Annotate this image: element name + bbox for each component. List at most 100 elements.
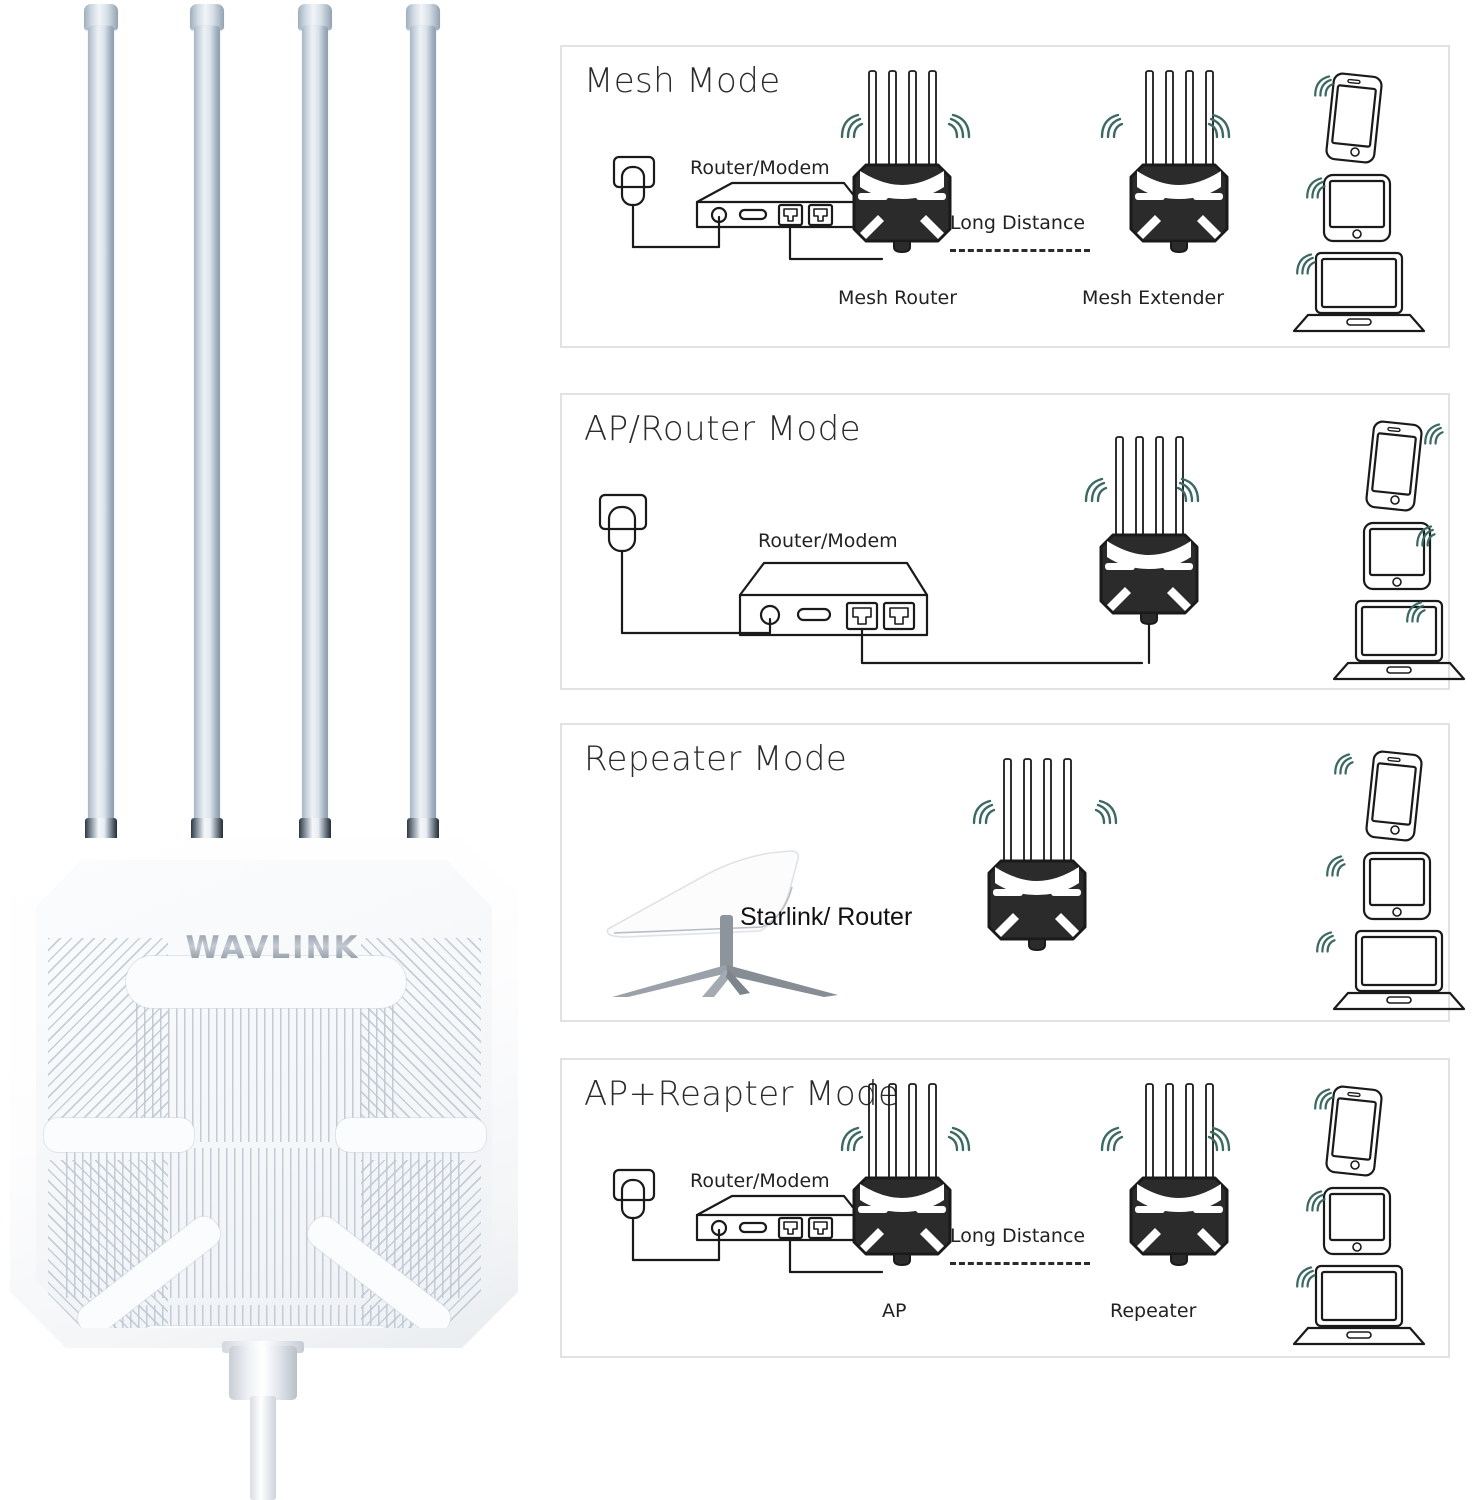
laptop-icon — [1332, 599, 1466, 681]
ap-router-mode-linework — [598, 493, 1144, 665]
wifi-arc-icon — [1326, 855, 1346, 877]
wifi-arc-icon — [1296, 1266, 1316, 1288]
wifi-arc-icon — [840, 1126, 864, 1152]
router-modem-icon — [738, 561, 929, 637]
cable-gland — [229, 1346, 297, 1400]
repeater-linework — [987, 750, 1466, 1011]
antenna-rod-1 — [88, 26, 114, 826]
smartphone-icon — [1365, 420, 1423, 512]
wifi-arc-icon — [1207, 1126, 1231, 1152]
panel-title: Mesh Mode — [584, 61, 781, 101]
client-devices — [1292, 1085, 1426, 1346]
wifi-arc-icon — [972, 799, 996, 825]
antenna-cap-1 — [84, 4, 118, 30]
wifi-arc-icon — [1334, 753, 1354, 775]
tablet-icon — [1362, 521, 1432, 591]
ap-repeater-mode-linework — [612, 1083, 952, 1274]
client-devices — [1332, 750, 1466, 1011]
tablet-icon — [1322, 1186, 1392, 1256]
antenna-cap-2 — [190, 4, 224, 30]
ap-label: AP — [882, 1300, 907, 1322]
antenna-cap-3 — [298, 4, 332, 30]
panel-title: AP+Reapter Mode — [584, 1074, 900, 1114]
tablet-icon — [1322, 173, 1392, 243]
starlink-router-label: Starlink/ Router — [740, 903, 913, 931]
power-adapter-icon — [598, 493, 648, 635]
wifi-arc-icon — [1100, 113, 1124, 139]
wifi-arc-icon — [1416, 525, 1436, 547]
laptop-icon — [1292, 1264, 1426, 1346]
smartphone-icon — [1325, 72, 1383, 164]
panel-mesh-mode: Mesh Mode — [560, 45, 1450, 348]
mesh-mode-linework — [612, 70, 952, 261]
panel-repeater-mode: Repeater Mode — [560, 723, 1466, 1022]
wifi-arc-icon — [1207, 113, 1231, 139]
mesh-router-label: Mesh Router — [838, 287, 958, 309]
smartphone-icon — [1325, 1085, 1383, 1177]
tablet-icon — [1362, 851, 1432, 921]
client-devices — [1332, 420, 1466, 681]
wifi-arc-icon — [1176, 477, 1200, 503]
wifi-arc-icon — [1100, 1126, 1124, 1152]
antenna-rod-4 — [410, 26, 436, 826]
mesh-extender-icon — [1129, 70, 1229, 253]
access-point-linework — [1099, 420, 1466, 681]
router-modem-label: Router/Modem — [690, 157, 830, 179]
wifi-arc-icon — [840, 113, 864, 139]
connection-cables — [631, 215, 884, 261]
wifi-arc-icon — [947, 113, 971, 139]
repeater-icon — [987, 758, 1087, 951]
wifi-arc-icon — [947, 1126, 971, 1152]
wifi-arc-icon — [1424, 423, 1444, 445]
product-photo: WAVLINK — [0, 0, 545, 1500]
wifi-arc-icon — [1316, 931, 1336, 953]
long-distance-label: Long Distance — [950, 212, 1086, 234]
client-devices — [1292, 72, 1426, 333]
connection-cables — [631, 1228, 884, 1274]
heatsink-fins-center-lower — [106, 1305, 426, 1328]
long-distance-dashed-line — [950, 1262, 1090, 1265]
panel-ap-repeater-mode: AP+Reapter Mode — [560, 1058, 1450, 1358]
wifi-arc-icon — [1296, 253, 1316, 275]
smartphone-icon — [1365, 750, 1423, 842]
repeater-icon — [1129, 1083, 1229, 1266]
wifi-arc-icon — [1406, 601, 1426, 623]
repeater-and-clients-linework — [1129, 1083, 1426, 1346]
wifi-arc-icon — [1314, 1088, 1334, 1110]
chassis-bar-bottom — [141, 1326, 391, 1328]
access-point-icon — [1099, 436, 1199, 665]
router-modem-icon — [695, 1194, 861, 1242]
repeater-label: Repeater — [1110, 1300, 1197, 1322]
panel-title: Repeater Mode — [584, 739, 848, 779]
antenna-cap-4 — [406, 4, 440, 30]
connection-cables — [620, 617, 1144, 665]
router-modem-label: Router/Modem — [758, 530, 898, 552]
router-heatsink-plate — [36, 860, 492, 1328]
router-chassis — [10, 838, 518, 1348]
router-modem-icon — [695, 181, 861, 229]
router-modem-label: Router/Modem — [690, 1170, 830, 1192]
starlink-dish-icon — [606, 850, 838, 997]
wifi-arc-icon — [1306, 177, 1326, 199]
laptop-icon — [1332, 929, 1466, 1011]
wifi-arc-icon — [1314, 75, 1334, 97]
laptop-icon — [1292, 251, 1426, 333]
chassis-bar-left — [44, 1118, 194, 1152]
panel-title: AP/Router Mode — [584, 409, 861, 449]
mesh-extender-linework — [1129, 70, 1426, 333]
panel-ap-router-mode: AP/Router Mode — [560, 393, 1466, 690]
power-adapter-icon — [612, 1168, 656, 1262]
chassis-bar-right — [336, 1118, 486, 1152]
wifi-arc-icon — [1306, 1190, 1326, 1212]
wifi-arc-icon — [1084, 477, 1108, 503]
mesh-router-icon — [852, 70, 952, 253]
access-point-icon — [852, 1083, 952, 1266]
mesh-extender-label: Mesh Extender — [1082, 287, 1225, 309]
long-distance-label: Long Distance — [950, 1225, 1086, 1247]
wifi-arc-icon — [1094, 799, 1118, 825]
chassis-bar-top — [126, 956, 406, 1008]
antenna-rod-2 — [194, 26, 220, 826]
brand-logo: WAVLINK — [185, 930, 360, 966]
power-cable — [250, 1396, 276, 1500]
power-adapter-icon — [612, 155, 656, 249]
